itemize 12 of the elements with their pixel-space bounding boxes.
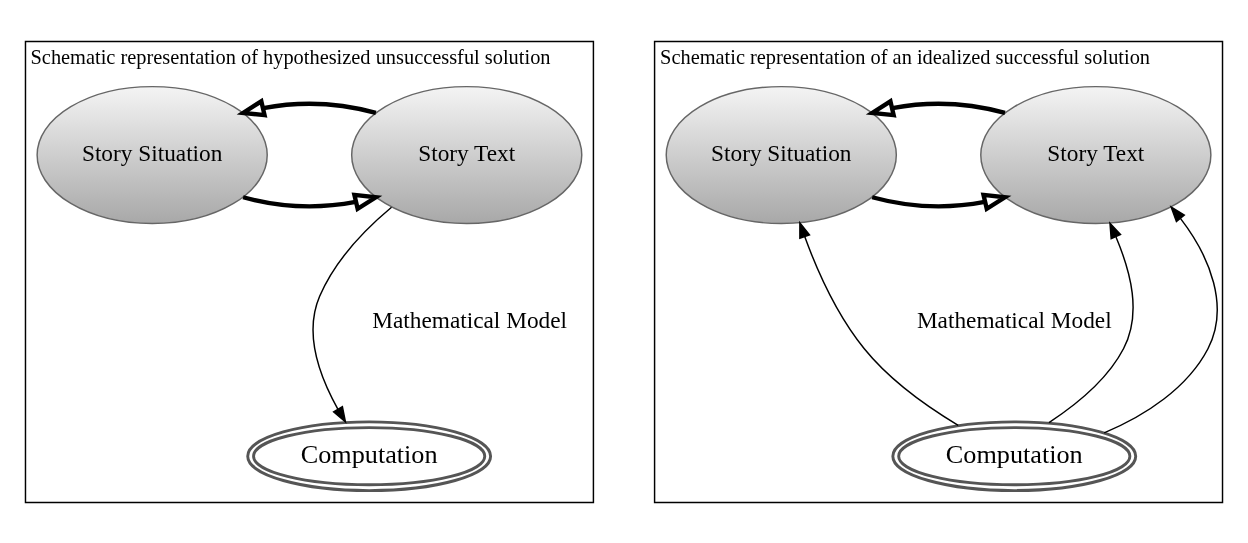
arrow bbox=[312, 206, 393, 424]
label: Mathematical Model bbox=[372, 306, 567, 333]
label: Mathematical Model bbox=[916, 306, 1112, 333]
arrow bbox=[865, 97, 1006, 118]
node-ellipse: Computation bbox=[246, 419, 493, 492]
arrow bbox=[1048, 220, 1134, 423]
node-ellipse: Computation bbox=[891, 419, 1138, 492]
arrow bbox=[242, 191, 383, 212]
arrow bbox=[871, 191, 1012, 212]
arrow bbox=[1103, 204, 1218, 434]
arrow bbox=[236, 97, 377, 118]
arrow bbox=[799, 220, 959, 426]
